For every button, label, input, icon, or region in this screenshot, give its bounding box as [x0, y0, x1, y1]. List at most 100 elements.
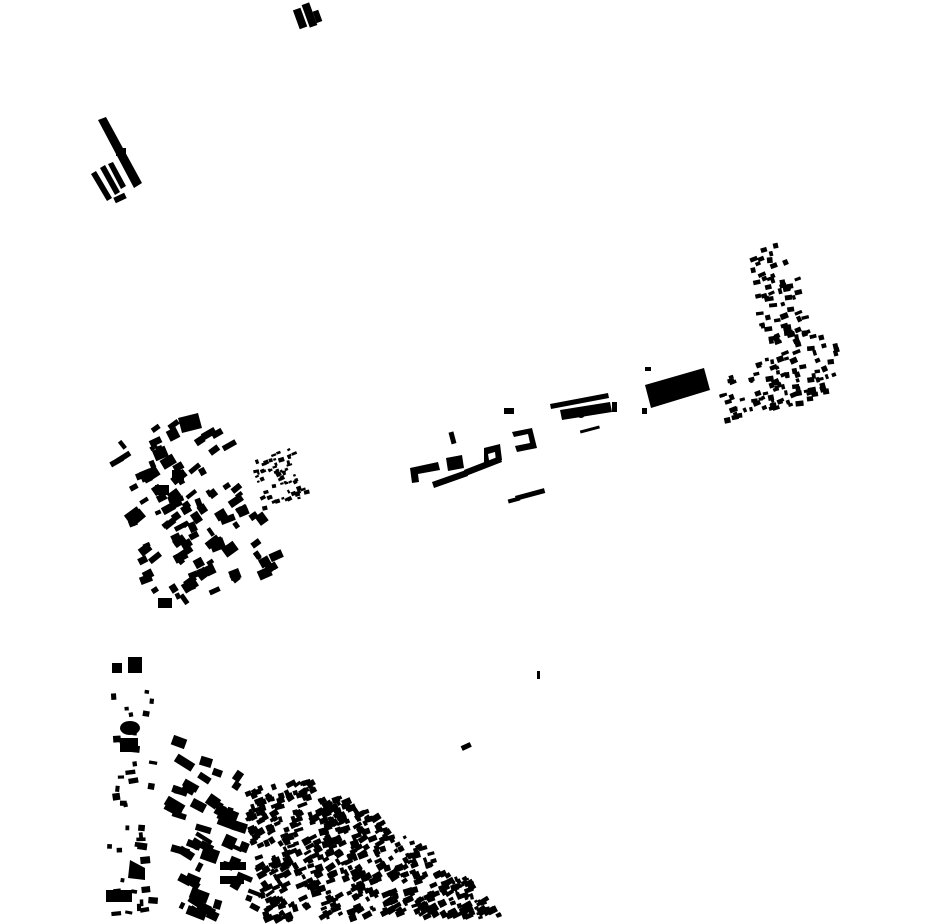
building-footprint — [197, 466, 207, 477]
building-group-top — [292, 2, 323, 30]
building-footprint — [320, 905, 328, 911]
building-footprint — [356, 849, 369, 860]
building-footprint — [386, 869, 397, 878]
building-footprint — [287, 902, 293, 908]
building-footprint — [779, 311, 789, 321]
building-footprint — [418, 872, 429, 881]
building-footprint — [211, 767, 224, 778]
building-footprint — [385, 904, 397, 916]
building-footprint — [337, 911, 344, 917]
building-footprint — [261, 505, 268, 511]
building-footprint — [769, 262, 778, 270]
building-footprint — [245, 894, 253, 903]
building-footprint — [364, 814, 371, 820]
building-footprint — [765, 375, 774, 383]
building-footprint — [271, 483, 277, 489]
building-footprint — [263, 839, 271, 848]
building-footprint — [339, 867, 345, 875]
building-footprint — [307, 811, 314, 818]
building-footprint — [284, 497, 289, 502]
building-footprint — [206, 558, 215, 566]
building-footprint — [148, 760, 158, 765]
building-footprint — [444, 884, 451, 891]
building-footprint — [270, 453, 277, 458]
building-footprint — [772, 405, 780, 411]
building-footprint — [125, 825, 130, 831]
building-footprint — [357, 833, 369, 844]
building-footprint — [418, 909, 427, 917]
building-footprint — [739, 397, 746, 402]
building-footprint — [297, 801, 308, 809]
building-footprint — [128, 712, 134, 718]
building-footprint — [272, 465, 278, 469]
building-footprint — [279, 474, 286, 481]
building-footprint — [174, 785, 182, 794]
building-footprint — [775, 370, 781, 375]
building-footprint — [275, 471, 282, 478]
building-footprint — [755, 311, 764, 316]
building-footprint — [824, 373, 830, 380]
building-footprint — [173, 753, 196, 772]
building-footprint — [167, 488, 182, 503]
building-footprint — [231, 843, 243, 853]
building-footprint — [421, 905, 431, 912]
building-footprint — [216, 805, 240, 826]
building-footprint — [194, 862, 204, 873]
building-footprint — [279, 469, 283, 473]
building-footprint — [132, 761, 138, 767]
building-footprint — [762, 391, 769, 396]
building-footprint — [196, 568, 205, 579]
building-footprint — [254, 474, 260, 479]
building-footprint — [373, 815, 379, 821]
building-footprint — [278, 886, 289, 895]
building-footprint — [374, 822, 383, 832]
building-footprint — [417, 904, 424, 912]
building-footprint — [270, 783, 277, 791]
building-footprint — [141, 568, 155, 581]
building-footprint — [325, 889, 332, 896]
building-footprint — [327, 816, 333, 822]
building-footprint — [432, 870, 442, 879]
building-footprint — [155, 492, 168, 503]
building-footprint — [117, 775, 125, 779]
building-footprint — [269, 815, 279, 823]
building-footprint — [268, 808, 280, 819]
building-footprint — [130, 889, 138, 894]
building-footprint — [784, 294, 793, 301]
building-footprint — [262, 883, 274, 892]
building-footprint — [367, 834, 378, 843]
building-footprint — [110, 693, 117, 700]
building-footprint — [231, 769, 245, 783]
building-footprint — [444, 889, 455, 898]
building-footprint — [200, 426, 217, 441]
building-footprint — [251, 788, 262, 796]
building-footprint — [124, 706, 129, 711]
building-footprint — [374, 838, 385, 848]
building-footprint — [247, 888, 264, 898]
building-footprint — [812, 349, 818, 356]
building-footprint — [770, 277, 776, 284]
building-footprint — [131, 725, 136, 732]
building-footprint — [411, 870, 421, 880]
building-footprint — [362, 820, 368, 827]
building-footprint — [116, 889, 124, 896]
building-footprint — [249, 902, 261, 913]
building-footprint — [801, 314, 810, 321]
building-footprint — [286, 843, 296, 849]
building-footprint — [214, 508, 229, 522]
building-footprint — [295, 485, 302, 492]
building-footprint — [154, 509, 162, 516]
building-footprint — [139, 899, 144, 907]
building-footprint — [272, 913, 283, 924]
building-footprint — [455, 878, 462, 885]
building-footprint — [111, 911, 122, 917]
building-footprint — [281, 496, 285, 500]
building-footprint — [752, 279, 761, 286]
building-footprint — [292, 479, 298, 485]
building-footprint — [270, 802, 281, 810]
building-footprint — [222, 482, 232, 491]
building-footprint — [754, 293, 762, 299]
building-footprint — [221, 860, 234, 871]
building-footprint — [806, 395, 814, 402]
building-footprint — [140, 856, 151, 865]
